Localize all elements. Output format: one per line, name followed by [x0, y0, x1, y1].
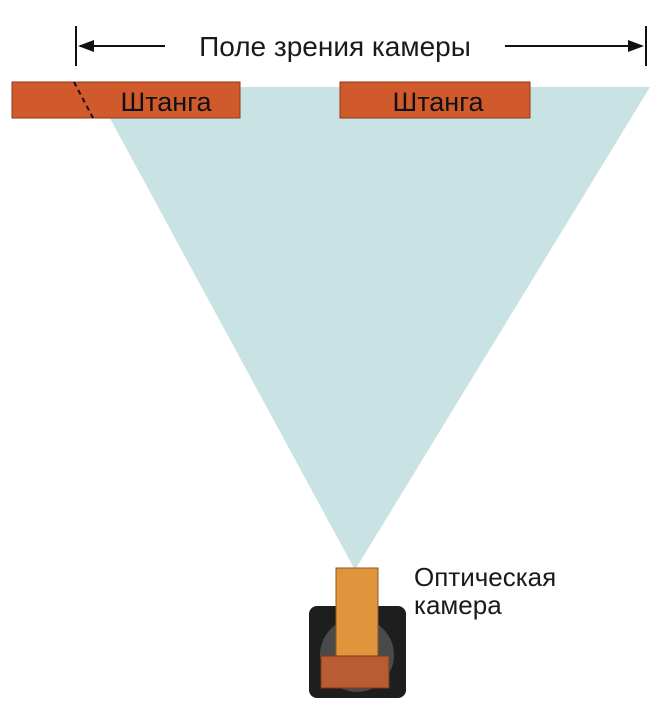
fov-label: Поле зрения камеры: [199, 31, 471, 62]
optical-camera: [309, 567, 406, 698]
field-of-view-area: [93, 87, 650, 570]
fov-edge-dashed: [73, 81, 94, 119]
fov-dimension: Поле зрения камеры: [75, 26, 647, 66]
camera-label-line1: Оптическая: [414, 562, 556, 592]
camera-base: [320, 655, 390, 689]
bar-right-label: Штанга: [392, 87, 484, 117]
bar-left: Штанга: [11, 81, 241, 119]
fov-arrow-left-icon: [78, 40, 94, 52]
fov-arrow-right-icon: [628, 40, 644, 52]
bar-left-body: [11, 81, 241, 119]
bar-right: Штанга: [339, 81, 531, 119]
camera-body: [335, 567, 379, 665]
bar-right-body: [339, 81, 531, 119]
bar-left-label: Штанга: [120, 87, 212, 117]
camera-label-line2: камера: [414, 590, 502, 620]
